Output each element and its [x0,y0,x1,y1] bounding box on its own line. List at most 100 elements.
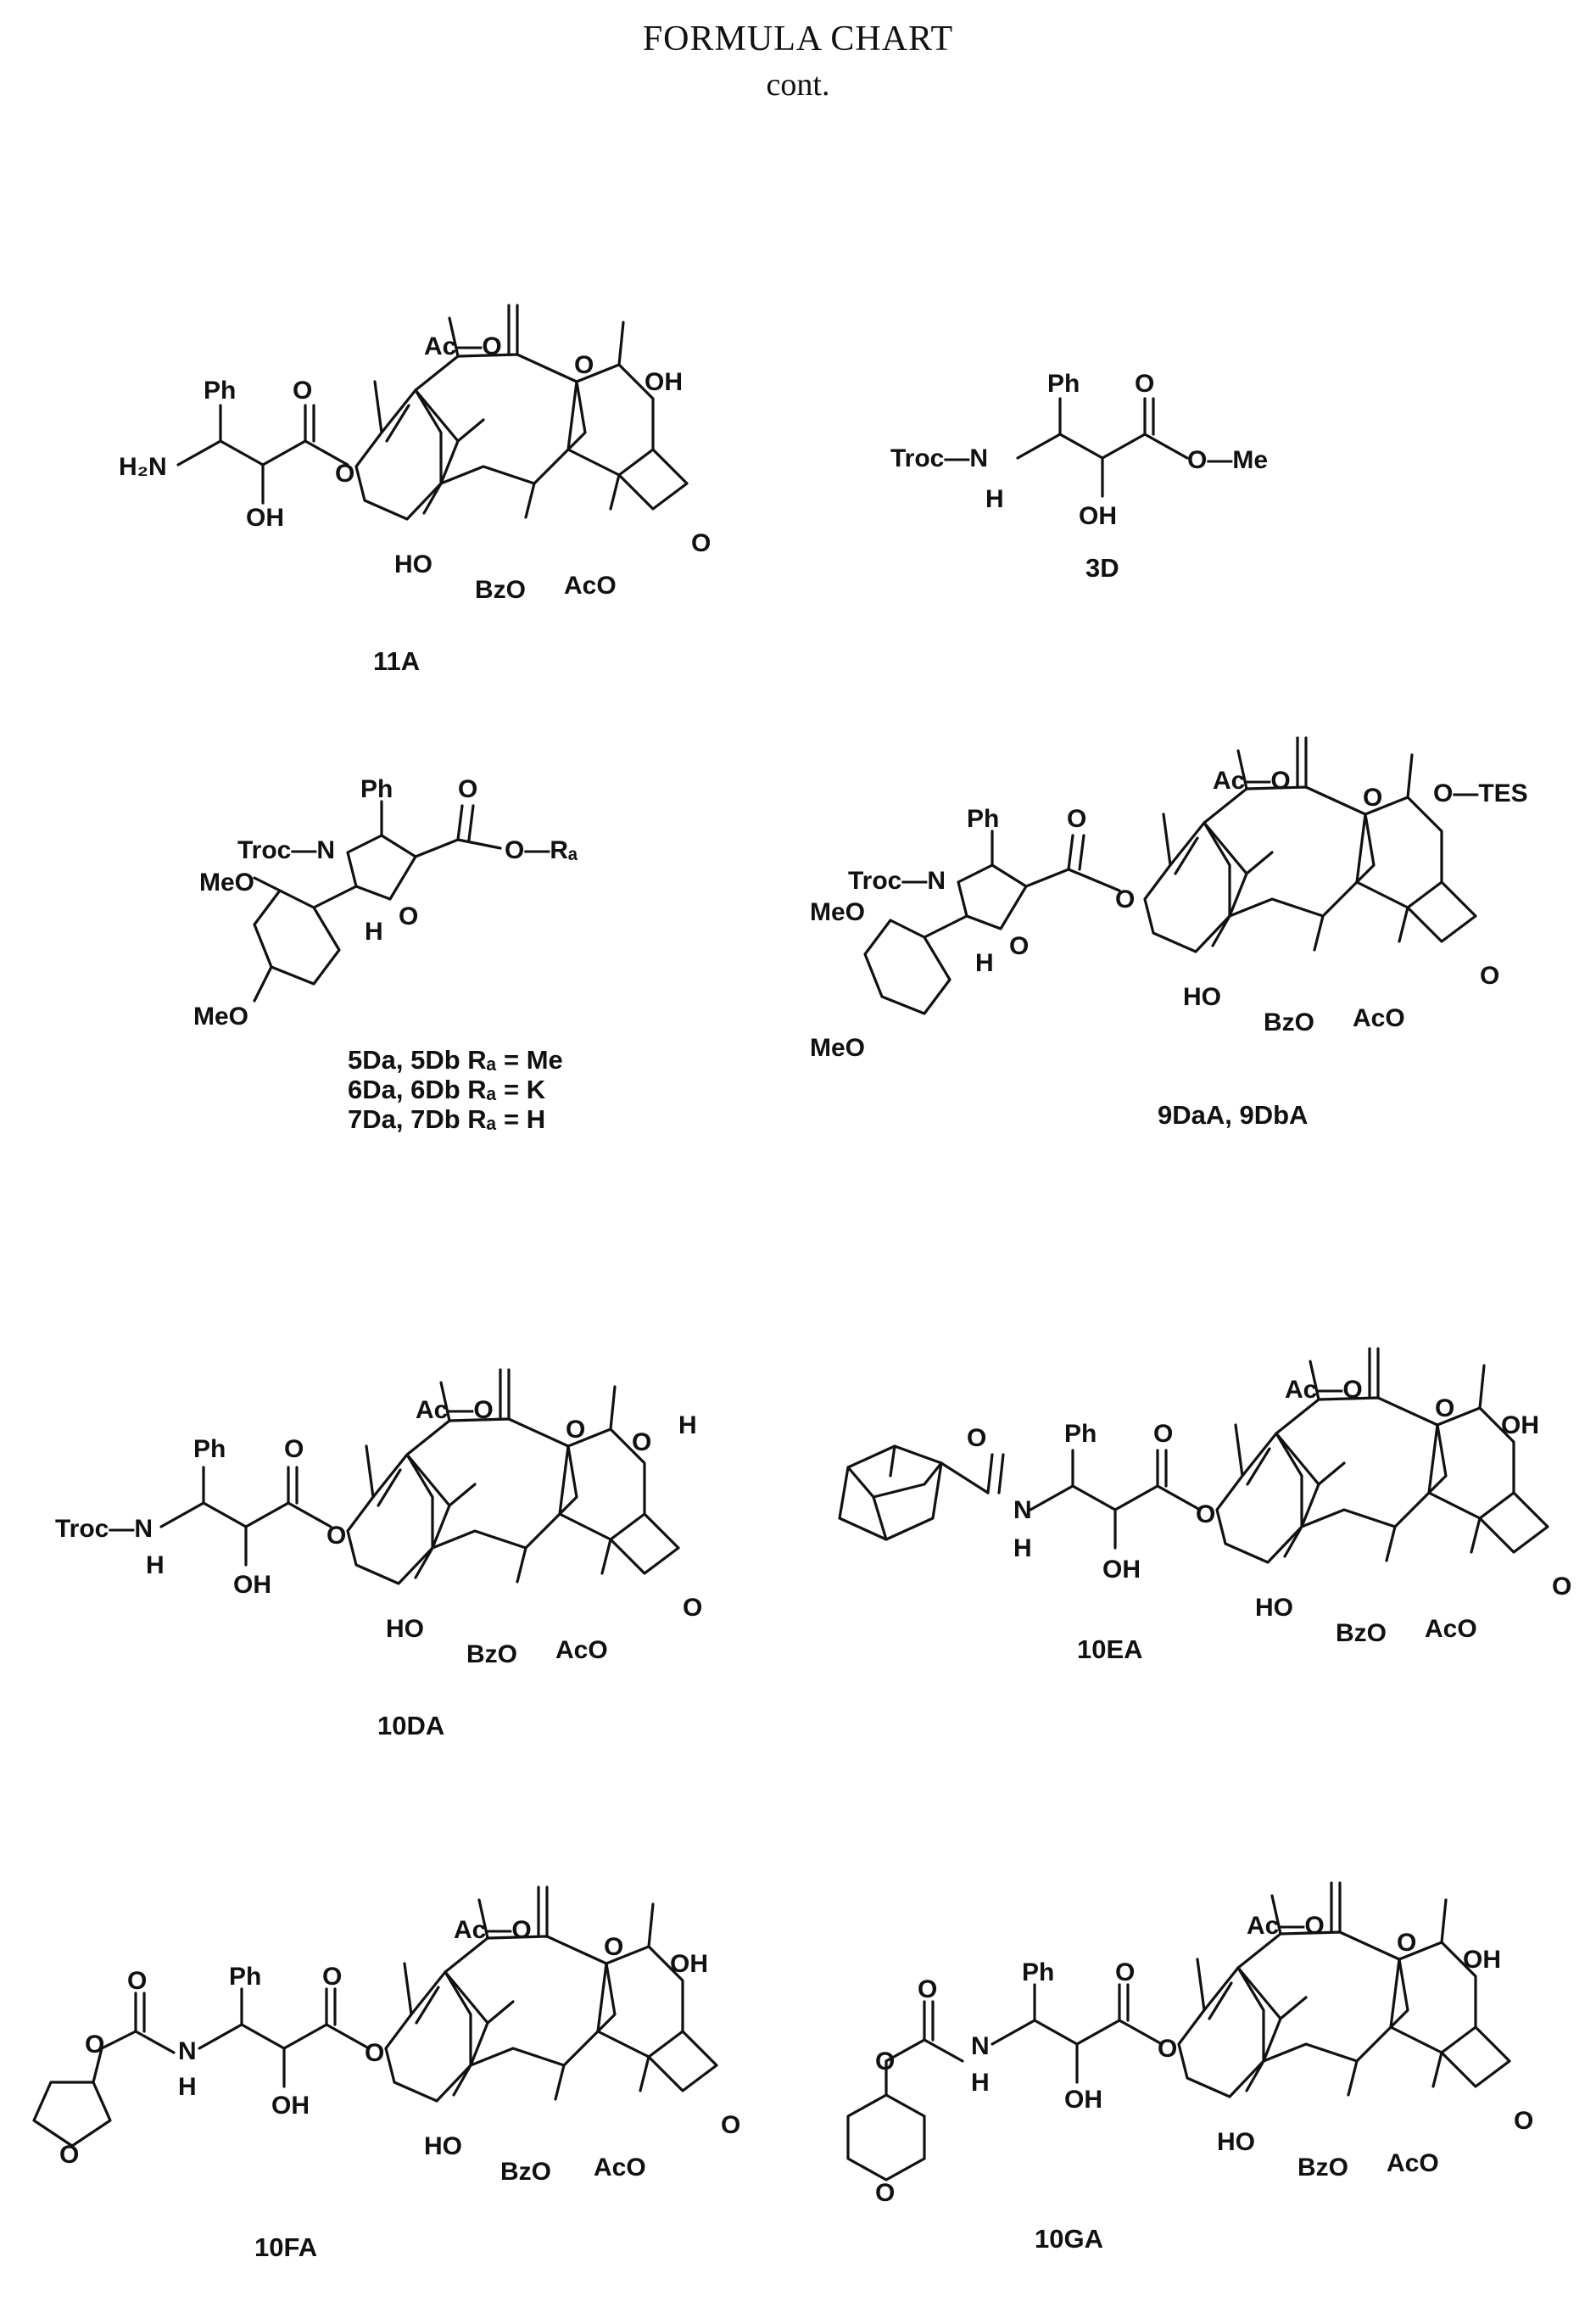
atom-label-o: O [721,2111,740,2139]
compound-label: 9DaA, 9DbA [1158,1100,1308,1130]
atom-label-aco: AcO [1353,1004,1405,1032]
atom-label-o: O [399,902,418,930]
compound-10ga: O O O N H Ph OH O O Ac—O O OH HO BzO AcO… [848,1883,1533,2254]
atom-label-o: O [967,1424,986,1452]
atom-label-o: O [1067,805,1086,833]
compound-10ea: O N H Ph OH O O Ac—O O OH HO BzO AcO O 1… [840,1349,1571,1664]
atom-label-ph: Ph [1064,1420,1097,1448]
compound-3d: Troc—N H Ph OH O O—Me 3D [890,370,1268,583]
atom-label-meo: MeO [810,1034,865,1062]
atom-label-h: H [975,949,994,977]
atom-label-o: O [1135,370,1154,398]
atom-label-ph: Ph [967,805,999,833]
atom-label-aco: AcO [555,1636,608,1664]
atom-label-meo: MeO [193,1003,248,1031]
atom-label-h: H [365,918,383,946]
atom-label-o: O [127,1967,147,1995]
atom-label-oh: OH [1079,502,1117,530]
compound-label: 10FA [254,2232,317,2262]
atom-label-aco: AcO [1387,2149,1439,2177]
atom-label-oh: OH [233,1571,271,1599]
atom-label-o: O [1435,1394,1454,1422]
compound-label: 7Da, 7Db Rₐ = H [348,1104,545,1134]
atom-label-n: N [1013,1496,1032,1524]
atom-label-h: H [678,1411,697,1439]
compound-9daa-9dba: Troc—N Ph O O O H MeO MeO Ac—O O O—TES H… [810,738,1528,1130]
atom-label-o-tes: O—TES [1433,779,1528,807]
compound-10da: Troc—N H Ph OH O O Ac—O O O H HO BzO AcO… [55,1370,702,1740]
atom-label-o: O [1363,784,1382,812]
atom-label-o-ra: O—Rₐ [505,836,578,864]
atom-label-oh: OH [1064,2086,1102,2114]
atom-label-o: O [284,1435,304,1463]
atom-label-troc-n: Troc—N [237,836,335,864]
compound-label: 10GA [1035,2224,1103,2254]
atom-label-oh: O [632,1428,651,1456]
atom-label-o: O [293,377,312,405]
compound-11a: H₂N Ph OH O O Ac—O O OH HO BzO AcO O 11A [119,305,711,676]
atom-label-ac-o: Ac—O [1213,767,1291,795]
atom-label-ho: HO [424,2132,462,2160]
atom-label-o-me: O—Me [1187,446,1268,474]
atom-label-o: O [85,2031,104,2059]
compound-label: 10EA [1077,1634,1143,1664]
atom-label-o: O [458,775,477,803]
atom-label-o: O [875,2179,895,2207]
atom-label-o: O [1480,962,1499,990]
atom-label-ac-o: Ac—O [1285,1376,1363,1404]
atom-label-ac-o: Ac—O [1247,1912,1325,1940]
atom-label-bzo: BzO [1297,2154,1348,2182]
atom-label-ac-o: Ac—O [416,1396,494,1424]
atom-label-oh: OH [1463,1946,1501,1974]
atom-label-ho: HO [1183,983,1221,1011]
atom-label-ph: Ph [1022,1958,1054,1986]
atom-label-ph: Ph [229,1963,261,1991]
atom-label-h: H [1013,1534,1032,1562]
atom-label-bzo: BzO [1264,1008,1314,1036]
atom-label-ho: HO [394,550,432,578]
atom-label-o: O [875,2047,895,2075]
atom-label-oh: OH [271,2092,310,2120]
atom-label-meo: MeO [810,898,865,926]
atom-label-o: O [574,351,594,379]
atom-label-o: O [1397,1929,1416,1957]
atom-label-o: O [683,1594,702,1622]
atom-label-ph: Ph [193,1435,226,1463]
atom-label-h: H [985,485,1004,513]
compound-label: 3D [1085,553,1119,583]
atom-label-o: O [1552,1573,1571,1601]
compound-10fa: O O O N H Ph OH O O Ac—O O OH HO BzO AcO… [34,1887,740,2262]
compound-label: 11A [373,646,420,676]
atom-label-h: H [178,2073,197,2101]
atom-label-o: O [1115,885,1135,913]
atom-label-bzo: BzO [466,1640,517,1668]
atom-label-aco: AcO [594,2154,646,2182]
atom-label-n: N [971,2032,990,2060]
atom-label-bzo: BzO [1336,1619,1387,1647]
atom-label-o: O [918,1975,937,2003]
atom-label-o: O [1196,1500,1215,1528]
atom-label-ph: Ph [204,377,236,405]
atom-label-o: O [1514,2107,1533,2135]
atom-label-h: H [146,1551,165,1579]
compound-label: 10DA [377,1711,444,1740]
atom-label-ph: Ph [1047,370,1080,398]
atom-label-o: O [1153,1420,1173,1448]
atom-label-meo: MeO [199,869,254,897]
atom-label-o: O [59,2141,79,2169]
atom-label-n: N [178,2037,197,2065]
atom-label-o: O [1115,1958,1135,1986]
atom-label-oh: OH [246,504,284,532]
atom-label-ho: HO [1255,1594,1293,1622]
atom-label-ph: Ph [360,775,393,803]
atom-label-bzo: BzO [475,576,526,604]
atom-label-o: O [1009,932,1029,960]
atom-label-oh: OH [1102,1556,1141,1584]
atom-label-ac-o: Ac—O [454,1916,532,1944]
atom-label-o: O [604,1933,623,1961]
atom-label-o: O [322,1963,342,1991]
compound-label: 6Da, 6Db Rₐ = K [348,1075,546,1104]
atom-label-troc-n: Troc—N [55,1515,153,1543]
